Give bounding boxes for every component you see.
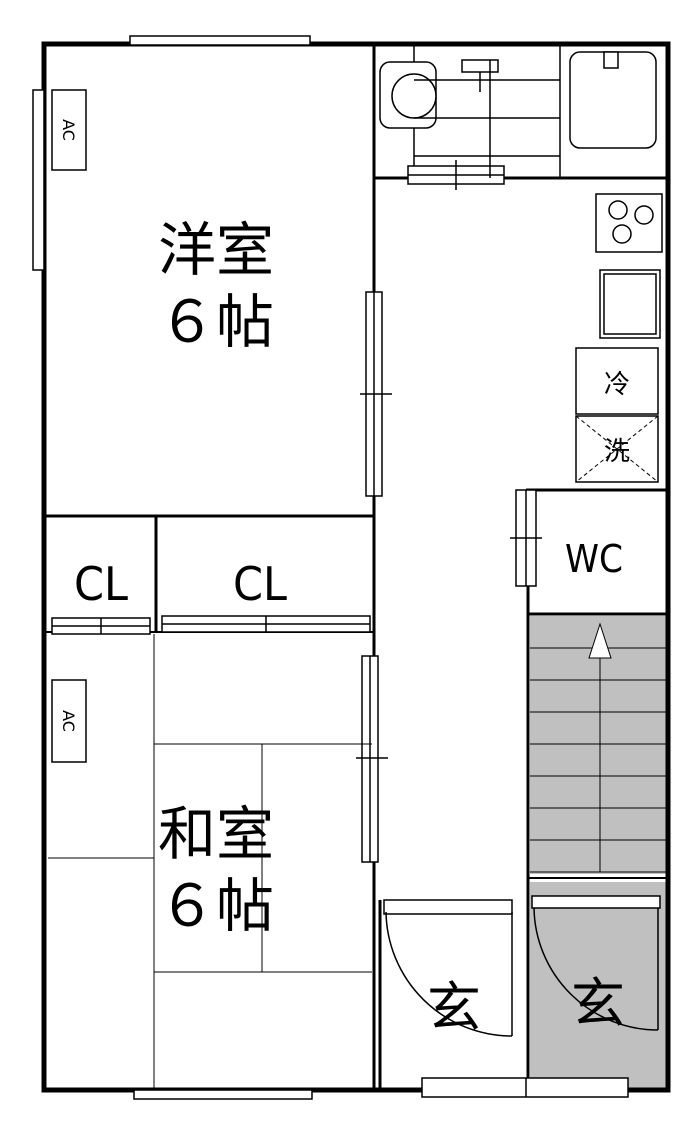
entrance-doors — [378, 895, 661, 1088]
ac-top-label: AC — [59, 119, 78, 141]
western-room-size: ６帖 — [158, 288, 274, 356]
stairs-area — [530, 616, 666, 874]
closet-right-label: CL — [233, 557, 287, 611]
toilet-label: WC — [565, 537, 623, 581]
japanese-room-size: ６帖 — [158, 872, 274, 940]
bathroom-fixtures — [379, 51, 657, 178]
stair-up-arrow — [588, 622, 612, 659]
ac-unit-top — [51, 89, 87, 171]
stair-treads — [530, 647, 666, 873]
stove-icon — [595, 193, 663, 253]
entrance-right-label: 玄 — [571, 972, 625, 1035]
entrance-left-label: 玄 — [427, 976, 481, 1039]
sliding-doors — [51, 160, 542, 863]
tatami-lines — [48, 634, 372, 1088]
western-room-name: 洋室 — [158, 216, 274, 284]
ac-bottom-label: AC — [59, 710, 78, 732]
japanese-room-name: 和室 — [158, 800, 274, 868]
closet-left-label: CL — [74, 557, 128, 611]
kitchen-fixtures — [575, 193, 663, 483]
entrance-right-floor — [530, 882, 666, 1090]
ac-unit-bottom — [51, 679, 87, 763]
washer-label: 洗 — [604, 437, 630, 467]
fridge-label: 冷 — [604, 370, 630, 400]
windows — [32, 35, 629, 1100]
fridge-box — [575, 347, 659, 415]
